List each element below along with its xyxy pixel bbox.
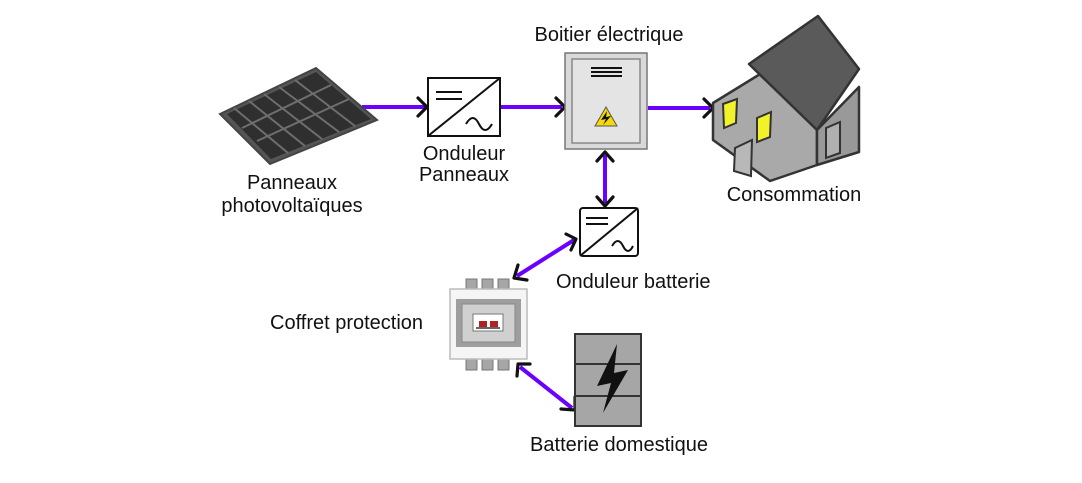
label-home-battery: Batterie domestique bbox=[530, 434, 708, 456]
arrowhead-up-to-protection bbox=[515, 362, 532, 378]
arrowhead-up-to-box bbox=[595, 150, 615, 163]
label-inverter-panels-line1: Onduleur bbox=[422, 143, 506, 165]
label-electrical-box: Boitier électrique bbox=[534, 24, 684, 46]
inverter-battery-icon bbox=[579, 207, 639, 257]
label-consumption: Consommation bbox=[726, 184, 862, 206]
inverter-panels-icon bbox=[427, 77, 501, 137]
flow-protection-to-battery bbox=[518, 365, 574, 410]
lightning-bolt-icon bbox=[597, 344, 628, 413]
arrowhead-down-to-battery-inverter bbox=[595, 195, 615, 208]
roof bbox=[747, 14, 861, 132]
arrowhead-to-protection bbox=[512, 263, 529, 282]
label-protection-box: Coffret protection bbox=[270, 312, 424, 334]
door bbox=[732, 138, 754, 178]
house-icon bbox=[711, 14, 861, 183]
lightning-icon bbox=[601, 111, 611, 125]
protection-box-icon bbox=[449, 278, 528, 371]
electrical-box-icon bbox=[564, 52, 648, 150]
side-door bbox=[825, 120, 841, 160]
label-panels-line1: Panneaux bbox=[246, 172, 338, 194]
window-right bbox=[756, 110, 773, 144]
arrowhead-to-battery-inverter bbox=[564, 232, 578, 252]
flow-battery-inverter-to-protection bbox=[515, 238, 576, 278]
label-panels-line2: photovoltaïques bbox=[221, 195, 363, 217]
solar-panel-icon bbox=[218, 66, 379, 166]
label-inverter-battery: Onduleur batterie bbox=[556, 271, 711, 293]
window-left bbox=[721, 97, 739, 130]
battery-icon bbox=[574, 333, 642, 427]
label-inverter-panels-line2: Panneaux bbox=[418, 164, 510, 186]
flow-lines bbox=[362, 105, 710, 410]
